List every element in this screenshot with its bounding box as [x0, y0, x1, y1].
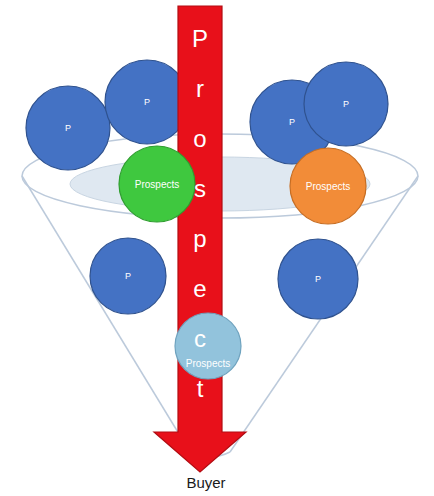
funnel-label: Buyer	[186, 474, 225, 491]
arrow-fill	[154, 6, 246, 472]
circle-fill	[175, 313, 241, 379]
circle-fill	[290, 148, 366, 224]
circle-text: P	[65, 123, 71, 133]
circle-text: Prospects	[135, 179, 179, 190]
funnel-arrow: Prospect	[150, 6, 250, 472]
circle-text: Prospects	[186, 358, 230, 369]
circle-fill	[278, 239, 358, 319]
circle-text: Prospects	[306, 181, 350, 192]
prospect-circle: P	[303, 61, 389, 147]
prospect-circle: Prospects	[118, 145, 196, 223]
prospect-circle: P	[25, 85, 111, 171]
circle-fill	[26, 86, 110, 170]
circle-fill	[90, 238, 166, 314]
prospect-circle: P	[104, 59, 190, 145]
circle-fill	[105, 60, 189, 144]
circle-fill	[304, 62, 388, 146]
circle-text: P	[343, 99, 349, 109]
circle-fill	[119, 146, 195, 222]
prospect-circle: Prospects	[174, 312, 242, 380]
prospect-circle: P	[89, 237, 167, 315]
circle-shape	[174, 312, 242, 380]
arrow-text: Prospect	[192, 14, 208, 414]
circle-text: P	[289, 117, 295, 127]
prospect-circle: P	[277, 238, 359, 320]
circle-text: P	[125, 271, 131, 281]
circle-text: P	[144, 97, 150, 107]
prospect-circle: Prospects	[289, 147, 367, 225]
circle-text: P	[315, 274, 321, 284]
